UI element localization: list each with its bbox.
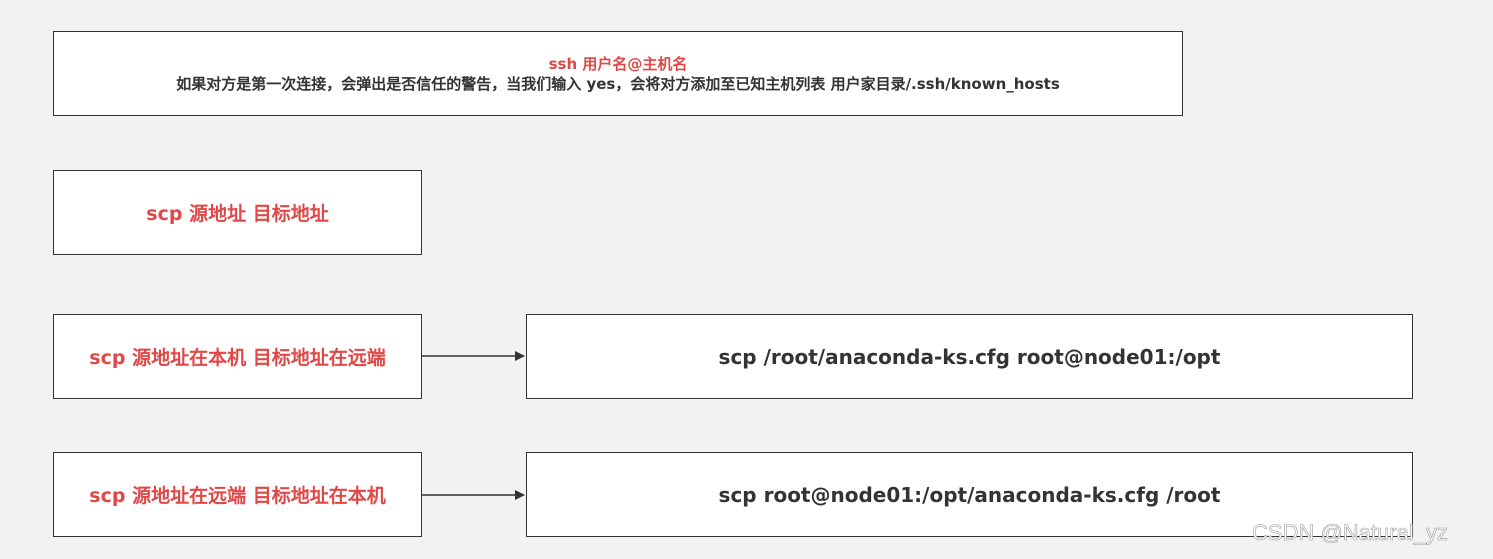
ssh-syntax-text: ssh 用户名@主机名 bbox=[548, 54, 688, 73]
ssh-command-box: ssh 用户名@主机名 如果对方是第一次连接，会弹出是否信任的警告，当我们输入 … bbox=[53, 31, 1183, 116]
scp-upload-example-text: scp /root/anaconda-ks.cfg root@node01:/o… bbox=[718, 344, 1221, 369]
scp-remote-to-local-label: scp 源地址在远端 目标地址在本机 bbox=[89, 485, 386, 507]
csdn-watermark: CSDN @Natural_yz bbox=[1252, 520, 1449, 546]
scp-download-example-box: scp root@node01:/opt/anaconda-ks.cfg /ro… bbox=[526, 452, 1413, 537]
scp-syntax-box: scp 源地址 目标地址 bbox=[53, 170, 422, 255]
ssh-known-hosts-note: 如果对方是第一次连接，会弹出是否信任的警告，当我们输入 yes，会将对方添加至已… bbox=[176, 74, 1060, 93]
scp-local-to-remote-box: scp 源地址在本机 目标地址在远端 bbox=[53, 314, 422, 399]
scp-local-to-remote-label: scp 源地址在本机 目标地址在远端 bbox=[89, 347, 386, 369]
scp-upload-example-box: scp /root/anaconda-ks.cfg root@node01:/o… bbox=[526, 314, 1413, 399]
scp-download-example-text: scp root@node01:/opt/anaconda-ks.cfg /ro… bbox=[718, 482, 1221, 507]
scp-remote-to-local-box: scp 源地址在远端 目标地址在本机 bbox=[53, 452, 422, 537]
scp-syntax-text: scp 源地址 目标地址 bbox=[146, 203, 329, 225]
